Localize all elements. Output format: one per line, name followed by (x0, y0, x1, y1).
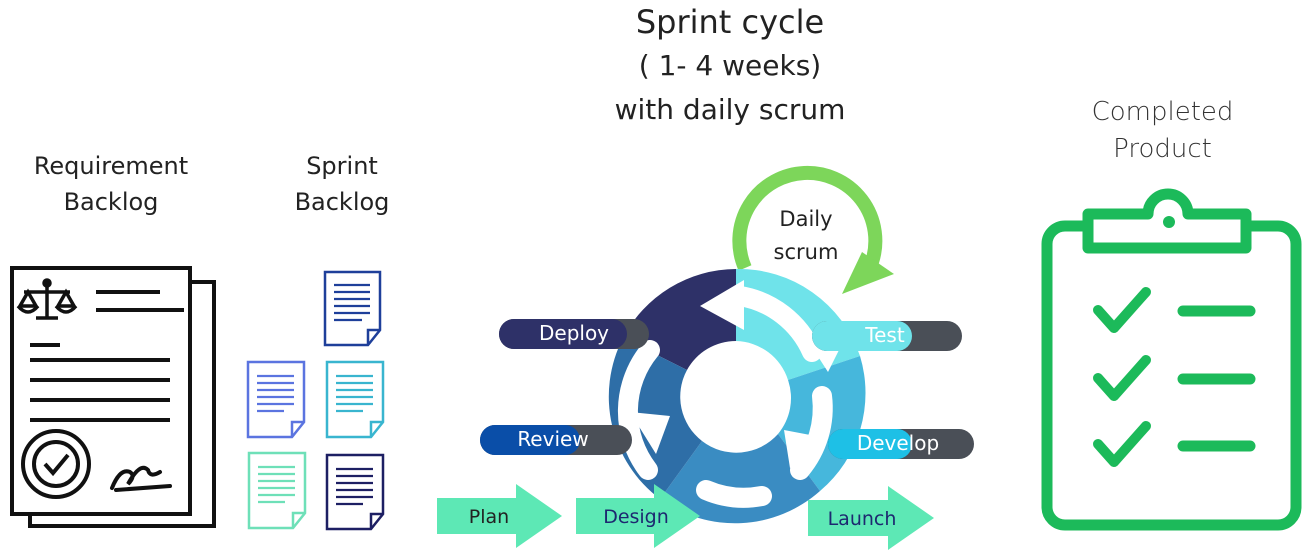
sprint-cycle-title: Sprint cycle ( 1- 4 weeks) with daily sc… (560, 0, 900, 132)
daily-scrum-line-2: scrum (774, 240, 839, 264)
check-icon (1093, 421, 1151, 467)
document-icon (325, 360, 385, 439)
check-icon (1093, 287, 1151, 333)
document-icon (247, 451, 307, 530)
scales-icon (16, 278, 78, 320)
deploy-label: Deploy (539, 321, 609, 345)
develop-label: Develop (857, 431, 939, 455)
sprint-backlog-label: Sprint Backlog (272, 148, 412, 220)
title-line-3: with daily scrum (614, 93, 846, 126)
completed-product-line-1: Completed (1091, 97, 1234, 127)
deploy-pill: Deploy (499, 319, 649, 349)
daily-scrum-arrowhead (842, 252, 894, 294)
launch-label: Launch (828, 508, 897, 530)
design-label: Design (603, 506, 669, 528)
document-lines (30, 290, 184, 422)
completed-product-line-2: Product (1113, 134, 1212, 164)
check-icon (1093, 355, 1151, 401)
approved-seal-icon (21, 429, 91, 499)
clipboard-icon (1041, 188, 1302, 531)
sprint-cycle-ring (608, 268, 866, 524)
signature-icon (110, 465, 172, 492)
requirement-document-icon (10, 266, 216, 528)
plan-arrow: Plan (437, 484, 562, 548)
sprint-backlog-documents (246, 270, 385, 531)
sprint-backlog-line-2: Backlog (294, 188, 390, 216)
design-arrow: Design (576, 484, 700, 548)
daily-scrum-loop: Daily scrum (732, 165, 894, 294)
daily-scrum-line-1: Daily (779, 207, 832, 231)
review-pill: Review (480, 425, 632, 455)
checklist (1093, 287, 1256, 467)
requirement-backlog-label: Requirement Backlog (16, 148, 206, 220)
develop-pill: Develop (828, 429, 974, 459)
plan-label: Plan (469, 506, 509, 528)
document-icon (323, 270, 382, 347)
cycle-arrows (617, 286, 833, 508)
completed-product-label: Completed Product (1050, 94, 1275, 168)
requirement-backlog-line-2: Backlog (63, 188, 159, 216)
test-label: Test (864, 323, 905, 347)
document-icon (246, 360, 306, 439)
test-pill: Test (812, 321, 962, 351)
title-line-1: Sprint cycle (635, 3, 825, 41)
launch-arrow: Launch (808, 486, 934, 550)
sprint-backlog-line-1: Sprint (306, 152, 378, 180)
document-icon (325, 453, 385, 531)
title-line-2: ( 1- 4 weeks) (638, 49, 822, 82)
review-label: Review (517, 427, 588, 451)
requirement-backlog-line-1: Requirement (33, 152, 189, 180)
